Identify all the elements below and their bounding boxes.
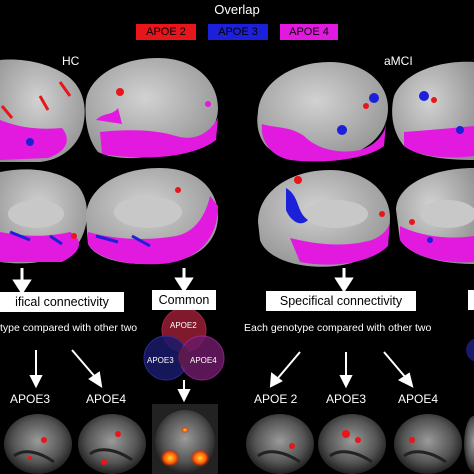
scan-label-right-apoe4: APOE4	[398, 392, 439, 406]
brain-amci-medial-left	[258, 170, 390, 267]
box-specifical-right: Specifical connectivity	[266, 291, 416, 311]
legend-apoe3: APOE 3	[208, 24, 268, 40]
legend-apoe4: APOE 4	[280, 24, 338, 40]
scan-label-left-apoe4: APOE4	[86, 392, 127, 406]
venn-diagram	[143, 307, 225, 381]
brain-hc-medial-right	[86, 168, 218, 265]
brain-hc-medial-left	[0, 169, 87, 264]
venn-label-apoe4: APOE4	[190, 356, 217, 365]
mri-scan-edge	[464, 416, 474, 472]
scan-label-right-apoe3: APOE3	[326, 392, 367, 406]
arrows-top	[12, 268, 354, 295]
scan-label-right-apoe2: APOE 2	[254, 392, 298, 406]
box-specifical-left: ifical connectivity	[0, 292, 124, 312]
arrows-bottom	[29, 349, 414, 403]
mri-scan-left-1	[0, 410, 72, 474]
caption-right: Each genotype compared with other two	[244, 322, 432, 334]
caption-left: type compared with other two	[0, 322, 138, 334]
brain-amci-medial-right	[396, 168, 474, 264]
legend-apoe2: APOE 2	[136, 24, 196, 40]
venn-label-apoe3: APOE3	[147, 356, 174, 365]
group-label-hc: HC	[62, 54, 80, 68]
box-common: Common	[152, 290, 216, 310]
mri-scan-right-1	[246, 410, 316, 474]
group-label-amci: aMCI	[384, 54, 413, 68]
brain-hc-lateral-right	[85, 58, 218, 159]
mri-scan-left-2	[78, 410, 148, 474]
mri-scan-right-2	[318, 410, 388, 474]
scan-label-left-apoe3: APOE3	[10, 392, 51, 406]
venn-label-apoe2: APOE2	[170, 321, 197, 330]
venn-partial-edge	[466, 338, 474, 362]
mri-scan-common	[152, 404, 218, 474]
figure-title: Overlap	[214, 2, 260, 17]
brain-amci-lateral-right	[392, 61, 474, 160]
brain-hc-lateral-left	[0, 59, 85, 162]
box-edge-partial	[468, 290, 474, 310]
brain-amci-lateral-left	[257, 62, 388, 162]
mri-scan-right-3	[392, 410, 462, 474]
